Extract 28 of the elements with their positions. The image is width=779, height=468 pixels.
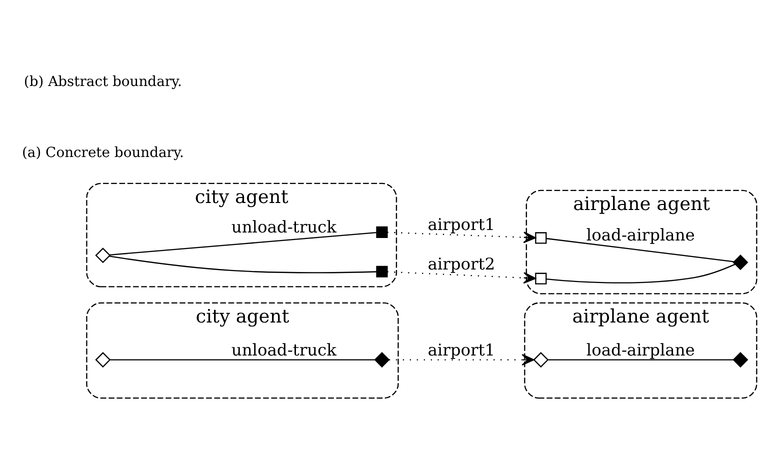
- node-box: [376, 265, 388, 277]
- edge-label: load-airplane: [586, 340, 695, 359]
- connector: [110, 231, 376, 255]
- label: (a) Concrete boundary.: [22, 144, 184, 160]
- connector: [546, 263, 736, 283]
- node-diamond: [95, 352, 111, 368]
- node-diamond: [533, 352, 549, 368]
- node-box: [376, 226, 388, 238]
- label: (b) Abstract boundary.: [24, 74, 182, 90]
- connector: [546, 237, 734, 262]
- node-diamond: [95, 247, 111, 263]
- edge-label: airport1: [428, 214, 496, 234]
- edge-label: unload-truck: [231, 340, 336, 359]
- edge-label: airport1: [428, 340, 496, 359]
- node-box: [535, 272, 547, 284]
- edge-label: airport2: [428, 254, 496, 274]
- node-diamond: [732, 352, 748, 368]
- edge-label: load-airplane: [586, 225, 695, 244]
- arrow: [389, 354, 534, 366]
- edge-label: unload-truck: [231, 216, 336, 236]
- connector: [110, 358, 375, 360]
- node-box: [535, 232, 547, 244]
- node-diamond: [732, 254, 748, 270]
- arrow: [387, 231, 536, 243]
- node-diamond: [374, 352, 390, 368]
- connector: [548, 358, 734, 360]
- arrow: [387, 270, 536, 284]
- connector: [109, 255, 377, 273]
